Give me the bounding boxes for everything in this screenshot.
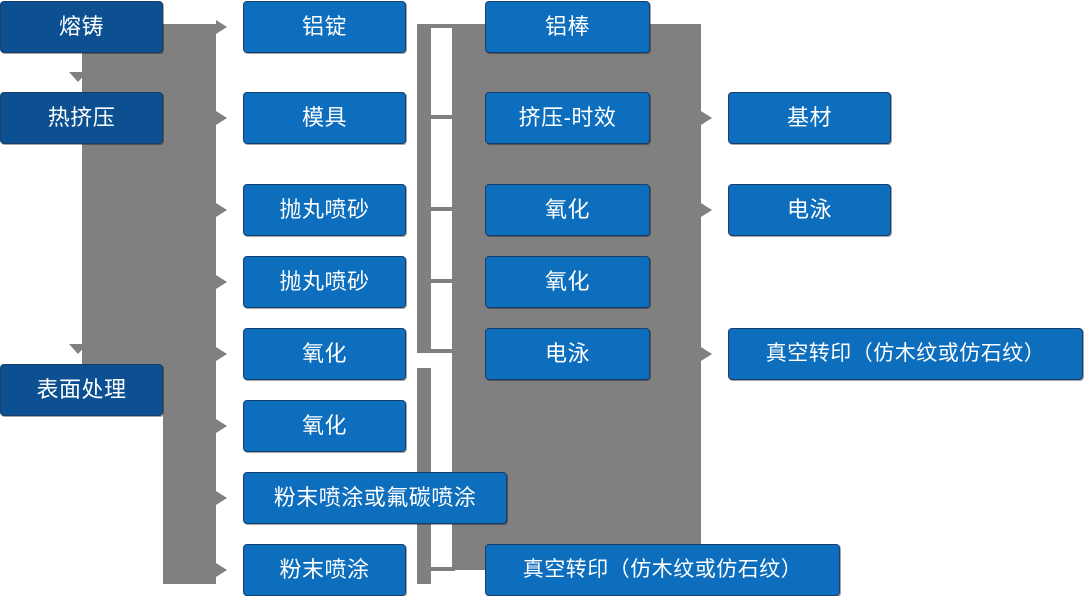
step-box-oxidation-2[interactable]: 氧化 [243, 400, 406, 452]
step-fan-spine [163, 24, 216, 584]
bridge-tick-2 [431, 115, 455, 119]
step-box-oxidation-3[interactable]: 氧化 [485, 184, 650, 236]
fan-arrow-3 [216, 203, 227, 217]
stage-box-hot-extrusion[interactable]: 热挤压 [0, 92, 163, 144]
fan-arrow-4 [216, 275, 227, 289]
output-label-electrophoresis-2: 电泳 [786, 196, 832, 222]
stage-down-arrow-2 [69, 344, 87, 354]
stage-box-surface-treatment[interactable]: 表面处理 [0, 364, 163, 416]
stage-down-arrow-1 [69, 72, 87, 82]
step-label-oxidation-1: 氧化 [301, 340, 347, 366]
step-label-powder-coating: 粉末喷涂 [279, 556, 370, 582]
output-box-vacuum-transfer-2[interactable]: 真空转印（仿木纹或仿石纹） [728, 328, 1083, 380]
fan-arrow-5 [216, 347, 227, 361]
step-box-powder-coating[interactable]: 粉末喷涂 [243, 544, 406, 596]
step-box-aluminum-bar[interactable]: 铝棒 [485, 1, 650, 53]
step-box-shot-blast-2[interactable]: 抛丸喷砂 [243, 256, 406, 308]
fan-arrow-2 [216, 111, 227, 125]
step-label-shot-blast-2: 抛丸喷砂 [279, 268, 370, 294]
bridge-tick-3 [431, 207, 455, 211]
step-box-electrophoresis-1[interactable]: 电泳 [485, 328, 650, 380]
step-label-powder-or-pvdf-coating: 粉末喷涂或氟碳喷涂 [273, 484, 477, 510]
step-label-vacuum-transfer-1: 真空转印（仿木纹或仿石纹） [522, 558, 803, 582]
step-box-vacuum-transfer-1[interactable]: 真空转印（仿木纹或仿石纹） [485, 544, 840, 596]
step-label-shot-blast-1: 抛丸喷砂 [279, 196, 370, 222]
step-label-aluminum-ingot: 铝锭 [301, 13, 347, 39]
step-label-electrophoresis-1: 电泳 [544, 340, 590, 366]
step-box-shot-blast-1[interactable]: 抛丸喷砂 [243, 184, 406, 236]
bridge-tick-1 [431, 24, 455, 28]
step-box-mold[interactable]: 模具 [243, 92, 406, 144]
step-box-oxidation-1[interactable]: 氧化 [243, 328, 406, 380]
stage-label-hot-extrusion: 热挤压 [47, 104, 116, 130]
step-label-oxidation-4: 氧化 [544, 268, 590, 294]
step-label-oxidation-3: 氧化 [544, 196, 590, 222]
bridge-tick-4 [431, 279, 455, 283]
step-label-oxidation-2: 氧化 [301, 412, 347, 438]
stage-label-surface-treatment: 表面处理 [36, 376, 127, 402]
surface-treatment-stub [163, 387, 185, 391]
stage-label-melt-cast: 熔铸 [58, 13, 104, 39]
fan-arrow-7 [216, 491, 227, 505]
step-box-extrusion-aging[interactable]: 挤压-时效 [485, 92, 650, 144]
step-box-powder-or-pvdf-coating[interactable]: 粉末喷涂或氟碳喷涂 [243, 472, 507, 524]
fan-arrow-1 [216, 20, 227, 34]
step-label-mold: 模具 [301, 104, 347, 130]
fan-arrow-8 [216, 563, 227, 577]
output-box-base-material[interactable]: 基材 [728, 92, 891, 144]
output-box-electrophoresis-2[interactable]: 电泳 [728, 184, 891, 236]
step-label-aluminum-bar: 铝棒 [544, 13, 590, 39]
output-arrow-vacuum-transfer [701, 347, 712, 361]
step-label-extrusion-aging: 挤压-时效 [518, 104, 617, 130]
output-label-base-material: 基材 [786, 104, 832, 130]
output-arrow-electrophoresis [701, 203, 712, 217]
step-box-oxidation-4[interactable]: 氧化 [485, 256, 650, 308]
bridge-tick-6 [431, 567, 455, 571]
output-arrow-base-material [701, 111, 712, 125]
mid-bridge-bar-upper [417, 24, 431, 353]
step-box-aluminum-ingot[interactable]: 铝锭 [243, 1, 406, 53]
fan-arrow-6 [216, 419, 227, 433]
bridge-tick-5 [431, 349, 455, 353]
output-label-vacuum-transfer-2: 真空转印（仿木纹或仿石纹） [765, 342, 1046, 366]
stage-box-melt-cast[interactable]: 熔铸 [0, 1, 163, 53]
